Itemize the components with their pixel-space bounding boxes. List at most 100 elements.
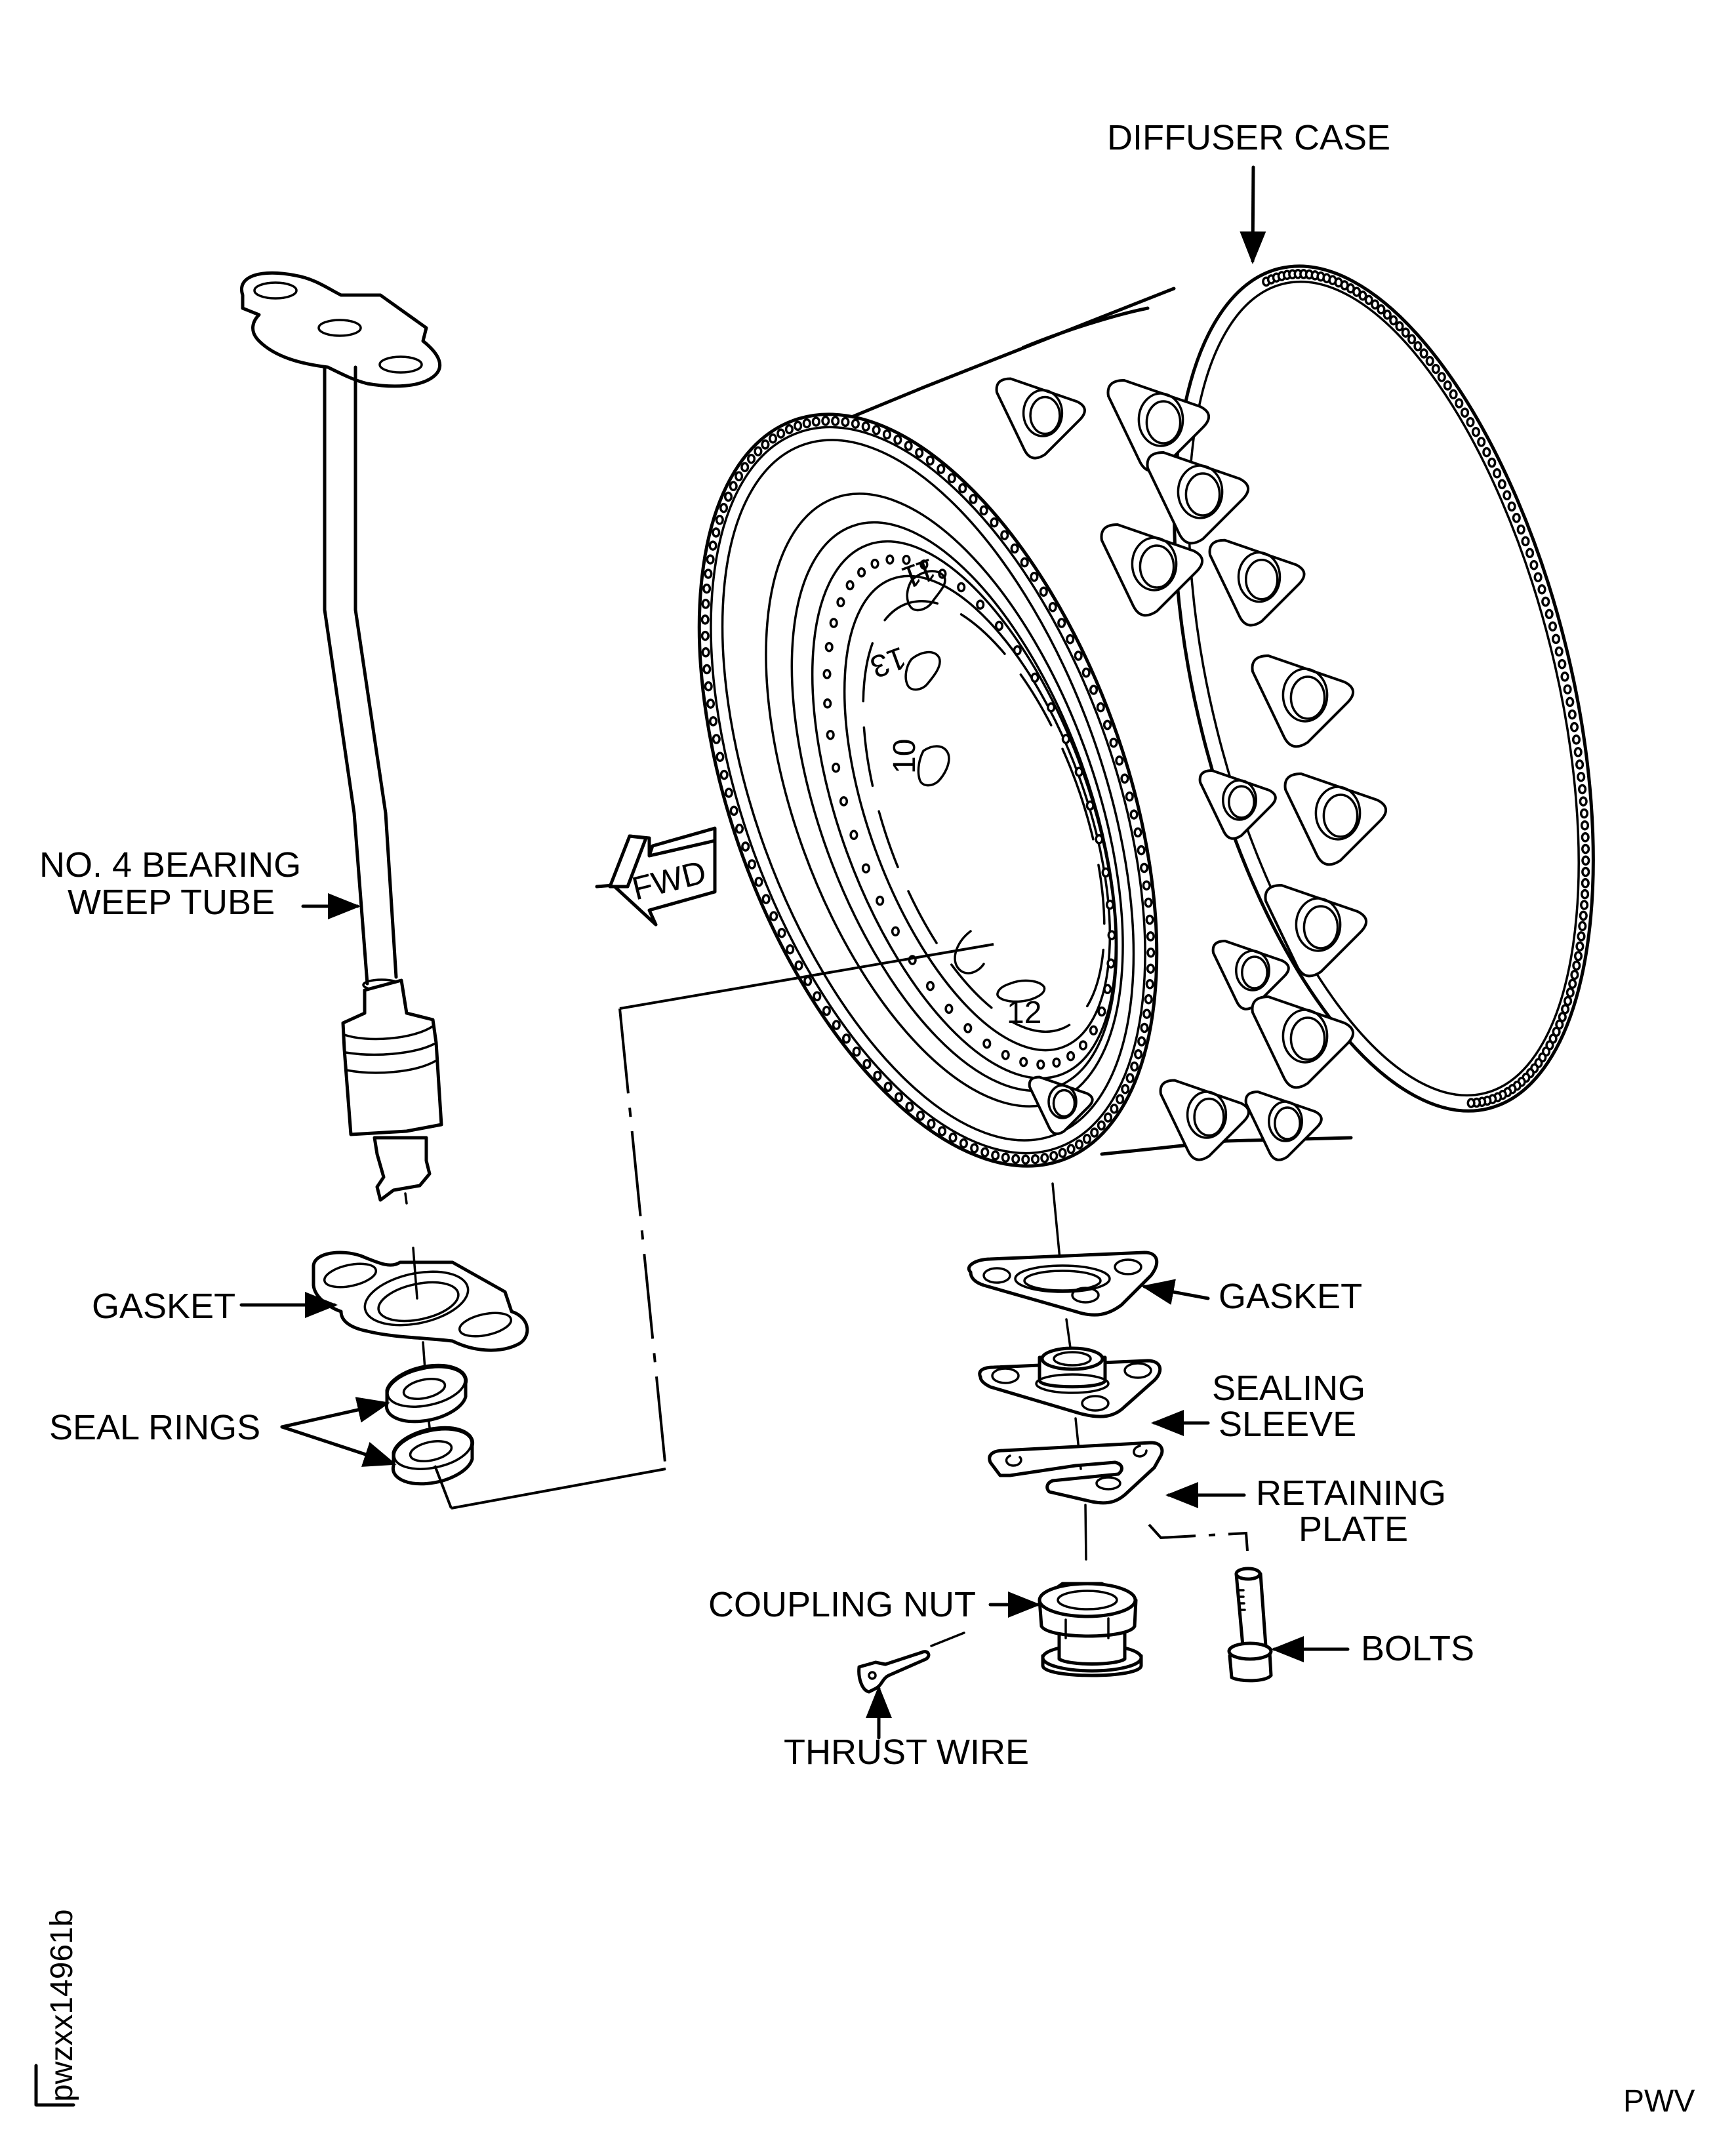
sealing-sleeve-label-line2: SLEEVE (1219, 1405, 1356, 1444)
bolt-hole (1443, 380, 1452, 391)
bolt-hole (1061, 734, 1070, 744)
bolt-hole (1567, 709, 1577, 720)
bolt-hole (1089, 1025, 1098, 1036)
bolt-hole (740, 462, 750, 473)
bolt-hole (1568, 978, 1577, 990)
bolt-hole (700, 614, 710, 625)
bolt-hole (1048, 602, 1057, 612)
bolt-hole (1134, 1049, 1143, 1060)
bolt-hole (963, 1023, 973, 1033)
gasket-right-arrow (1141, 1279, 1210, 1305)
bolts-label: BOLTS (1361, 1629, 1474, 1668)
seal-rings-label: SEAL RINGS (49, 1408, 260, 1447)
bolt-hole (1579, 796, 1588, 807)
bolt-hole (1466, 1098, 1476, 1108)
publisher-code: PWV (1623, 2084, 1695, 2119)
fwd-direction-arrow: FWD (595, 826, 717, 927)
bolt-hole (1105, 899, 1115, 910)
bolt-hole (1074, 1139, 1084, 1150)
bolt-hole (1144, 897, 1153, 908)
bolt-hole (857, 567, 866, 578)
bolt-hole (1133, 827, 1142, 838)
bolt-hole (1352, 287, 1362, 297)
external-boss (1159, 1079, 1250, 1161)
bolt-hole (1036, 1059, 1045, 1070)
bolt-hole (1010, 543, 1019, 554)
bolt-hole (1577, 931, 1586, 942)
bolt-hole (708, 716, 718, 727)
svg-text:10: 10 (887, 739, 922, 774)
bolt-hole (1507, 501, 1516, 512)
bolt-hole (1129, 809, 1139, 820)
gasket-left-label: GASKET (92, 1287, 235, 1326)
bolt-hole (1030, 571, 1039, 582)
bolt-hole (715, 515, 724, 525)
external-boss (1208, 538, 1306, 627)
diffuser-case-label: DIFFUSER CASE (1107, 118, 1390, 157)
bolt-hole (976, 599, 985, 610)
bolt-hole (719, 502, 729, 513)
bolt-hole (904, 441, 913, 451)
bolt-hole (1074, 767, 1083, 777)
bolt-hole (811, 416, 820, 427)
sealing-sleeve-callout: SEALING SLEEVE (1151, 1369, 1365, 1444)
sealing-sleeve (978, 1318, 1162, 1418)
bolt-hole (852, 1046, 861, 1057)
bolt-hole (919, 559, 929, 570)
bolt-hole (832, 762, 841, 773)
bolt-hole (1477, 437, 1486, 447)
bolt-hole (1103, 1112, 1113, 1123)
bolt-hole (1019, 1056, 1028, 1068)
bolt-hole (873, 1070, 882, 1081)
bolt-hole (761, 439, 770, 450)
bolt-hole (1581, 855, 1590, 866)
bolt-hole (716, 751, 725, 762)
bolt-hole (803, 976, 813, 986)
thrust-wire (857, 1632, 965, 1694)
bolt-hole (937, 1126, 947, 1136)
bolt-hole (851, 418, 860, 429)
bolt-hole (849, 830, 858, 841)
no4-bearing-weep-tube (240, 271, 443, 1205)
external-boss (1211, 940, 1290, 1011)
bolt-hole (1145, 979, 1154, 990)
external-bosses (995, 377, 1387, 1161)
bolt-hole (702, 583, 712, 594)
bolt-hole (872, 425, 881, 435)
bolt-hole (1021, 1154, 1030, 1165)
bolt-hole (1455, 398, 1464, 409)
bolt-hole (885, 554, 895, 565)
bolt-hole (1011, 1153, 1020, 1165)
bolt-hole (1121, 1084, 1130, 1094)
bolt-hole (1558, 658, 1567, 670)
bolt-hole (1040, 1153, 1049, 1163)
bolt-hole (994, 620, 1003, 631)
bolt-hole (839, 796, 849, 807)
bolt-hole (1503, 490, 1512, 501)
bolt-hole (1581, 866, 1590, 877)
bolt-hole (1580, 820, 1590, 831)
bolt-hole (1573, 747, 1583, 757)
bolt-hole (1146, 948, 1156, 958)
bolt-hole (821, 416, 830, 426)
bolt-hole (1097, 1120, 1106, 1131)
bolt-hole (1125, 1073, 1135, 1083)
retaining-plate-label-line2: PLATE (1299, 1510, 1408, 1549)
bolt-hole (1389, 315, 1398, 326)
bolt-hole (1115, 755, 1124, 766)
bolt-hole (1140, 862, 1149, 873)
bolt-hole (1577, 771, 1586, 782)
bolt-hole (1516, 524, 1525, 535)
external-boss (1100, 523, 1203, 617)
bolt-hole (991, 1150, 1000, 1161)
bolt-hole (1544, 609, 1554, 620)
right-stack-axis (1051, 1182, 1062, 1267)
bolt-hole (1120, 773, 1129, 784)
bolt-hole (841, 1033, 851, 1044)
external-boss (1251, 995, 1354, 1089)
inner-ring-bolt-holes (822, 554, 1116, 1070)
bolt-hole (1101, 867, 1110, 878)
bolt-hole (712, 734, 721, 744)
bolt-hole (1109, 737, 1118, 748)
retaining-plate (988, 1417, 1164, 1505)
